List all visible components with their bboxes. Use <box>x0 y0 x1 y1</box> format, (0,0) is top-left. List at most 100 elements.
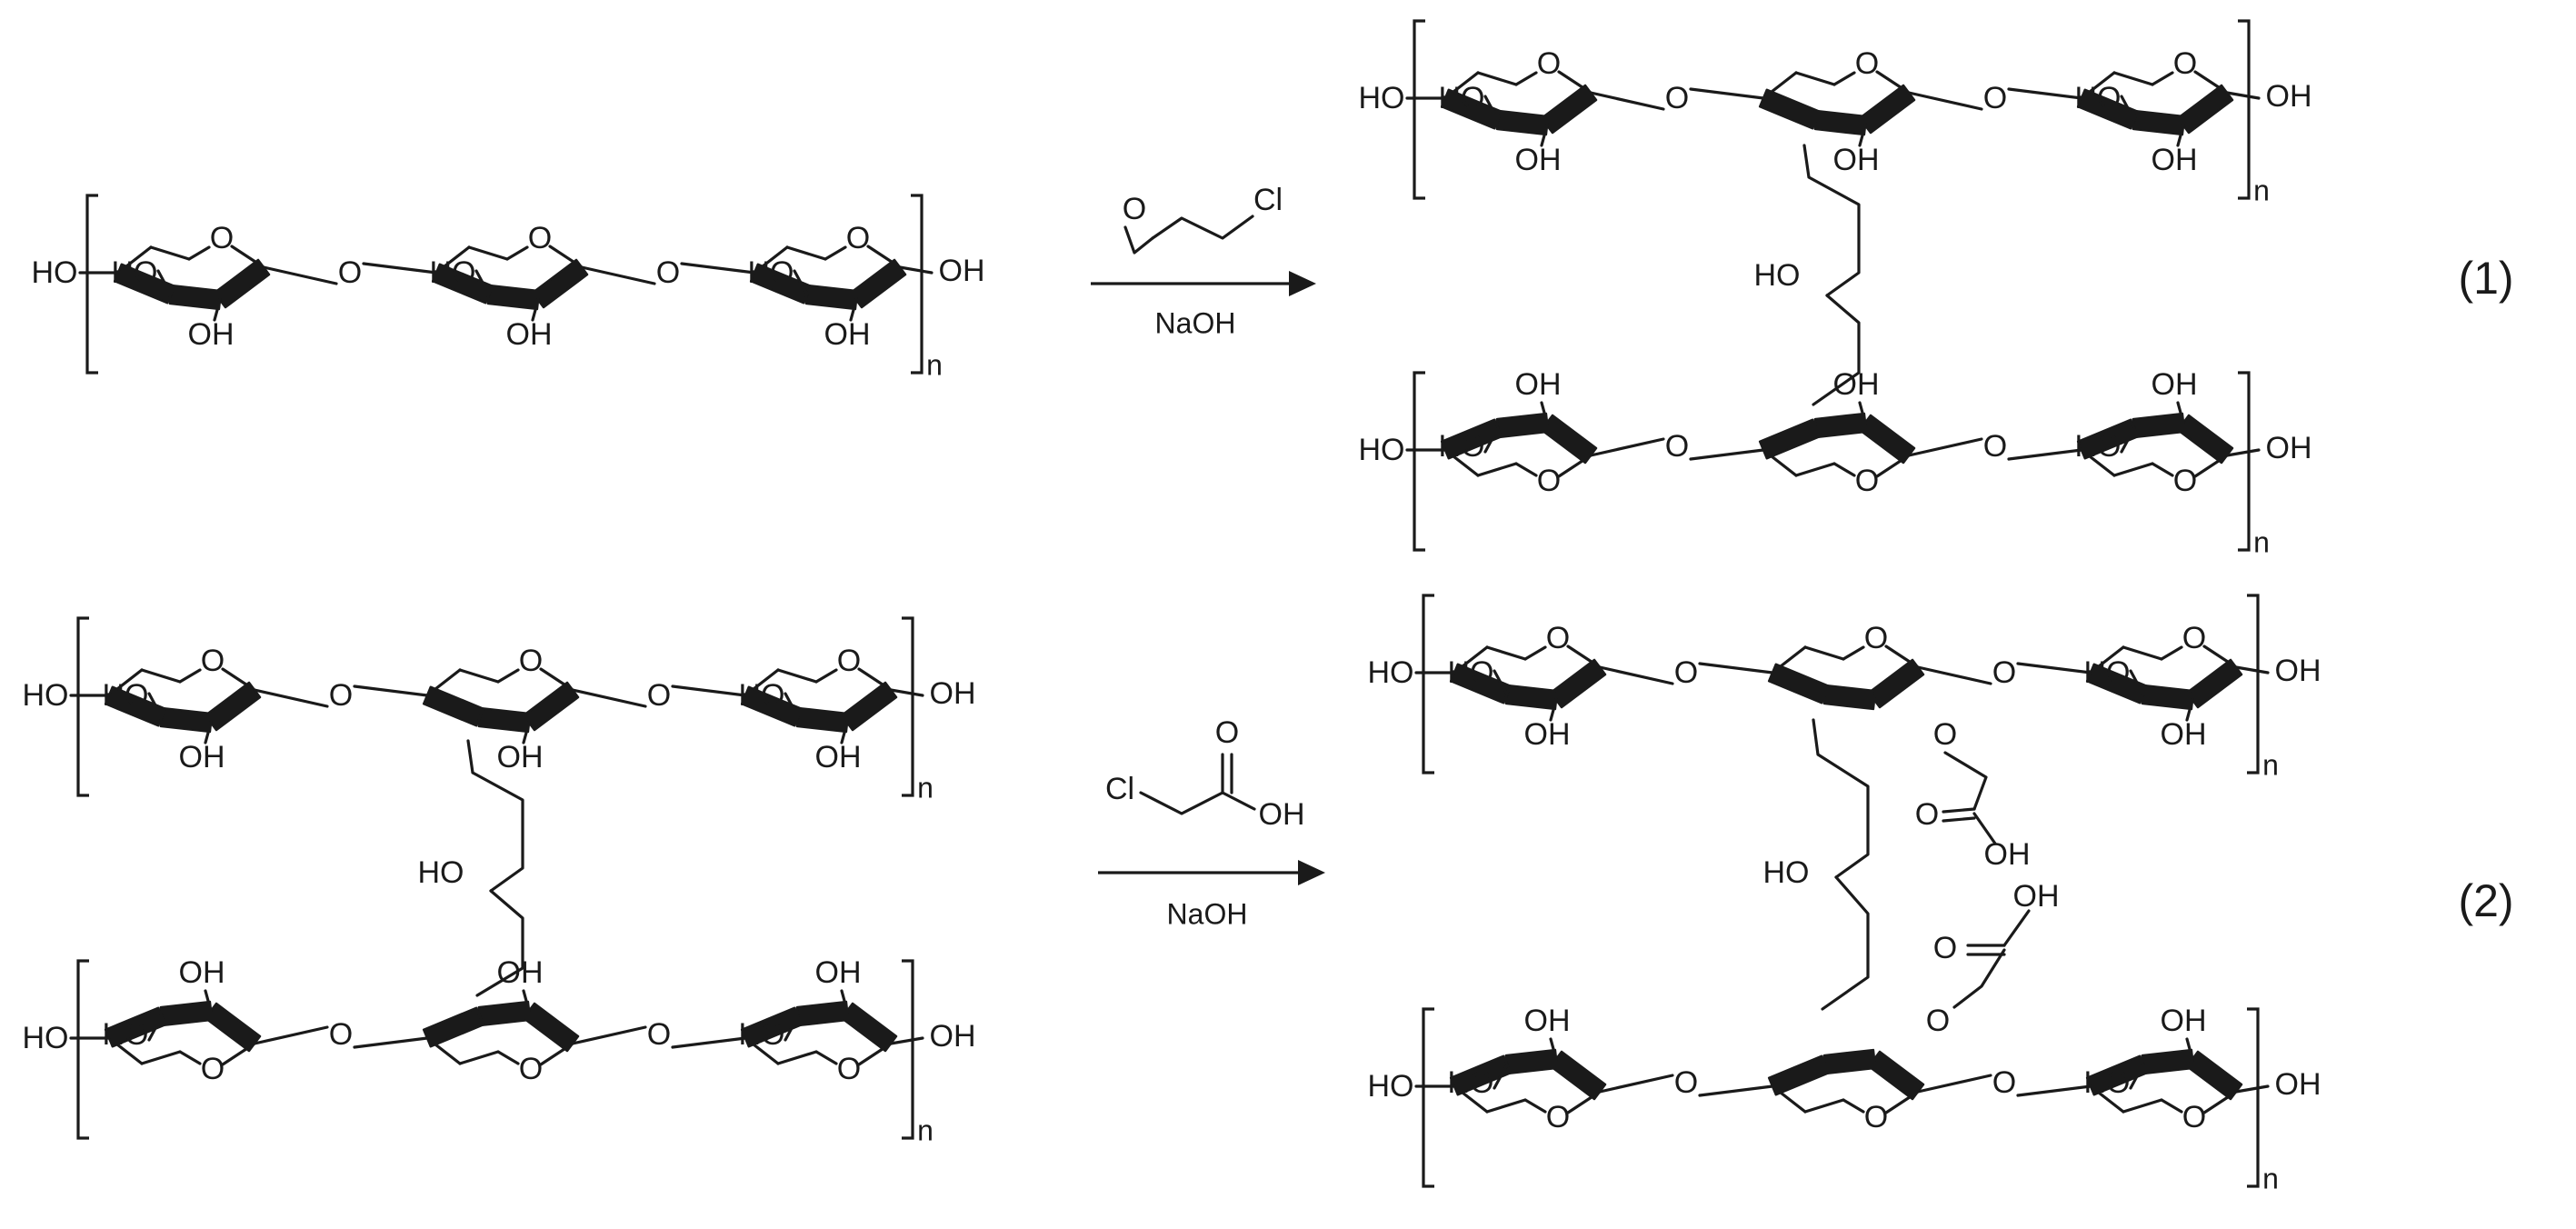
bond <box>2002 909 2031 947</box>
bond <box>1549 1037 1558 1061</box>
hydroxyl-label: OH <box>179 740 225 774</box>
bold-bond <box>422 685 485 727</box>
bold-bond <box>1867 658 1925 709</box>
hydroxyl-label: OH <box>188 317 235 352</box>
repeat-bracket-right <box>911 194 924 375</box>
bold-bond <box>1813 109 1868 136</box>
glycosidic-oxygen-label: O <box>329 1017 353 1052</box>
terminal-hydroxyl-label: OH <box>2275 1067 2321 1102</box>
repeat-bracket-left <box>85 194 98 375</box>
ring-oxygen-label: O <box>1546 1100 1570 1134</box>
hydroxyl-label: OH <box>2161 1004 2207 1038</box>
bond <box>458 668 500 684</box>
bold-bond <box>1758 88 1822 130</box>
bond <box>474 269 491 296</box>
bold-bond <box>2176 84 2234 135</box>
bond <box>2007 87 2083 100</box>
repeat-bracket-right <box>2247 594 2260 774</box>
ring-oxygen-label: O <box>519 1052 543 1086</box>
bold-bond <box>531 258 589 309</box>
repeat-bracket-right <box>902 616 914 797</box>
bond <box>1485 1098 1527 1114</box>
pyranose-ring: O OH <box>422 955 580 1086</box>
bond <box>1483 426 1500 454</box>
bond <box>2122 1098 2163 1114</box>
ring-oxygen-label: O <box>2182 621 2206 655</box>
glycosidic-oxygen-label: O <box>1983 429 2007 464</box>
bond <box>2185 1037 2194 1061</box>
glycosidic-oxygen-label: O <box>647 1017 671 1052</box>
crosslink-hydroxyl-label: HO <box>418 855 464 890</box>
pyranose-ring: O <box>1767 1048 1925 1134</box>
bond <box>178 1050 202 1065</box>
bond <box>1493 669 1509 696</box>
bond <box>1589 91 1665 111</box>
bond <box>1812 718 1870 879</box>
hydroxyl-label: HO <box>1439 429 1485 464</box>
bond <box>1151 215 1254 240</box>
glycosidic-oxygen-label: O <box>1665 81 1689 115</box>
hydroxyl-label: OH <box>497 955 544 990</box>
hydroxyl-label: HO <box>739 1017 785 1052</box>
bond <box>2225 91 2261 100</box>
ring-oxygen-label: O <box>1546 621 1570 655</box>
bond <box>467 245 509 261</box>
hydroxyl-label: OH <box>1524 717 1571 752</box>
bond <box>362 262 438 275</box>
bond <box>1794 462 1836 477</box>
ring-oxygen-label: O <box>201 1052 225 1086</box>
ring-oxygen-label: O <box>519 644 543 678</box>
bold-bond <box>1822 684 1877 711</box>
bond <box>213 298 222 322</box>
repeat-bracket-right <box>2238 371 2251 552</box>
hydroxyl-label: OH <box>179 955 225 990</box>
bond <box>1514 462 1538 477</box>
bold-bond <box>168 284 223 311</box>
bond <box>1483 95 1500 122</box>
arrow-head <box>1289 271 1316 296</box>
bond <box>1802 144 1861 297</box>
hydroxyl-label: OH <box>2152 367 2198 402</box>
bond <box>840 989 849 1013</box>
bold-bond <box>804 284 859 311</box>
bond <box>2129 669 2145 696</box>
bond <box>2120 426 2136 454</box>
pyranose-ring: OOH <box>422 644 580 774</box>
bold-bond <box>1449 663 1513 704</box>
bond <box>784 692 800 719</box>
bond <box>1549 698 1558 722</box>
bold-bond <box>2176 414 2234 465</box>
bond <box>1485 645 1527 661</box>
bond <box>889 688 924 697</box>
bold-bond <box>1540 84 1598 135</box>
bond <box>824 245 847 261</box>
bold-bond <box>2132 412 2186 439</box>
bond <box>2176 401 2185 425</box>
bond <box>1832 71 1856 86</box>
bond <box>204 721 213 744</box>
terminal-hydroxyl-label: HO <box>1359 81 1405 115</box>
bond <box>522 989 531 1013</box>
carboxyl-hydroxyl-label: OH <box>1984 837 2031 872</box>
bond <box>1598 1074 1674 1094</box>
glycosidic-oxygen-label: O <box>338 255 362 290</box>
bold-bond <box>1549 1050 1607 1101</box>
bold-bond <box>213 258 271 309</box>
bond <box>1842 1098 1865 1114</box>
bold-bond <box>840 1002 898 1053</box>
bond <box>253 688 329 708</box>
